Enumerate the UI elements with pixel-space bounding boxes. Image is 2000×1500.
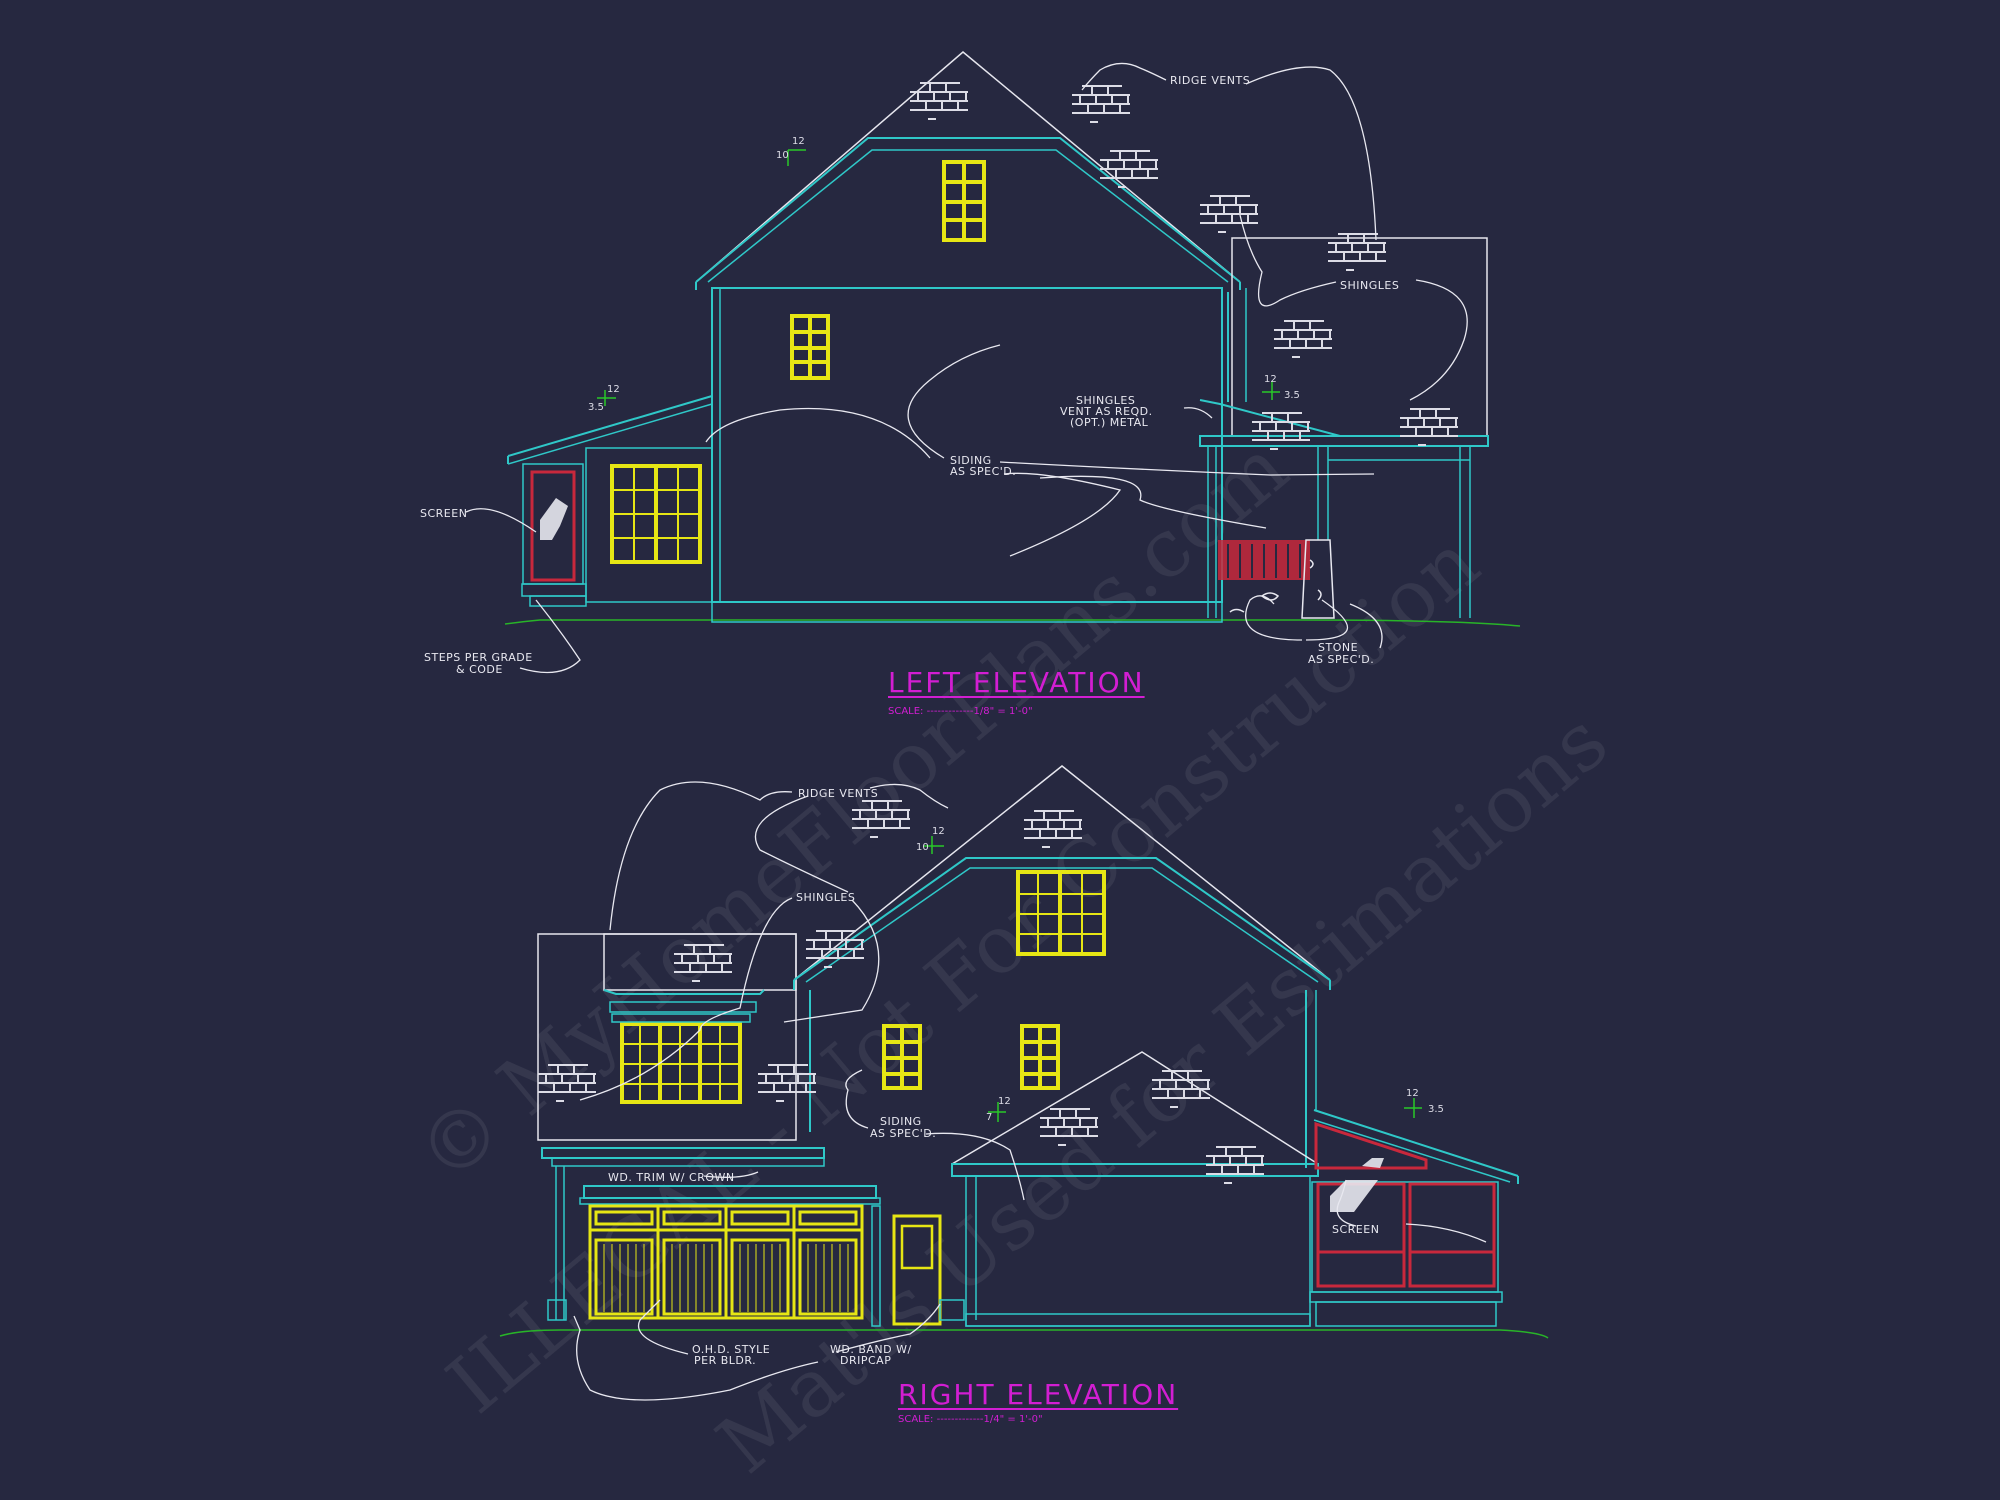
right-elevation [499,765,1549,1401]
left-label-shingles-vent-3: (OPT.) METAL [1070,416,1149,429]
right-upper-window-2 [1020,1024,1060,1090]
left-screen-door [530,470,576,582]
right-label-band-1: WD. BAND W/ [830,1343,912,1356]
left-label-shingles-vent-2: VENT AS REQD. [1060,405,1153,418]
left-label-siding-1: SIDING [950,454,992,467]
left-gable-window [942,160,986,242]
left-pitch-porch [597,390,616,406]
right-pitch-porch-run: 12 [1406,1088,1419,1099]
right-pitch-main-rise: 10 [916,842,929,853]
left-stone-base [1301,539,1335,619]
left-label-shingles-vent-1: SHINGLES [1076,394,1136,407]
right-grade-line [499,1329,1549,1339]
right-side-door [892,1214,942,1326]
left-label-screen: SCREEN [420,507,468,520]
left-label-ridge-vents: RIDGE VENTS [1170,74,1251,87]
left-label-steps-2: & CODE [456,663,503,676]
right-screen-porch [1314,1121,1496,1288]
left-pitch-main [787,149,806,166]
left-elevation-scale: SCALE: -------------1/8" = 1'-0" [888,706,1033,717]
left-upper-window [790,314,830,380]
right-label-siding-2: AS SPEC'D. [870,1127,937,1140]
right-label-screen: SCREEN [1332,1223,1380,1236]
right-label-shingles: SHINGLES [796,891,856,904]
left-pitch-porch-run: 12 [607,384,620,395]
right-wing-window [620,1022,742,1104]
left-step [521,583,587,597]
left-main-wall [711,287,1223,603]
left-main-roof-fascia [695,137,1241,283]
right-label-ohd-1: O.H.D. STYLE [692,1343,771,1356]
left-grade-line [504,619,1521,627]
right-pitch-porch-rise: 3.5 [1428,1104,1444,1115]
left-pitch-main-run: 12 [792,136,805,147]
left-pitch-right-rise: 3.5 [1284,390,1300,401]
left-label-shingles: SHINGLES [1340,279,1400,292]
left-pitch-right [1262,382,1280,400]
left-label-stone-1: STONE [1318,641,1359,654]
right-pitch-garage-rise: 7 [986,1112,993,1123]
right-label-siding-1: SIDING [880,1115,922,1128]
right-label-band-2: DRIPCAP [840,1354,892,1367]
right-label-wd-trim: WD. TRIM W/ CROWN [608,1171,735,1184]
left-elevation [465,51,1521,674]
left-lower-window [610,464,702,564]
right-pitch-main-run: 12 [932,826,945,837]
left-elevation-title: LEFT ELEVATION [888,666,1145,699]
left-main-roof-outline [695,51,1241,283]
right-upper-window-1 [882,1024,922,1090]
right-label-ridge-vents: RIDGE VENTS [798,787,879,800]
right-elevation-title: RIGHT ELEVATION [898,1378,1179,1411]
right-garage-door [588,1204,864,1320]
left-label-siding-2: AS SPEC'D. [950,465,1017,478]
right-elevation-scale: SCALE: -------------1/4" = 1'-0" [898,1414,1043,1425]
right-pitch-garage-run: 12 [998,1096,1011,1107]
left-label-steps-1: STEPS PER GRADE [424,651,533,664]
right-label-ohd-2: PER BLDR. [694,1354,757,1367]
left-label-stone-2: AS SPEC'D. [1308,653,1375,666]
left-pitch-porch-rise: 3.5 [588,402,604,413]
left-pitch-main-rise: 10 [776,150,789,161]
left-pitch-right-run: 12 [1264,374,1277,385]
right-gable-window [1016,870,1106,956]
